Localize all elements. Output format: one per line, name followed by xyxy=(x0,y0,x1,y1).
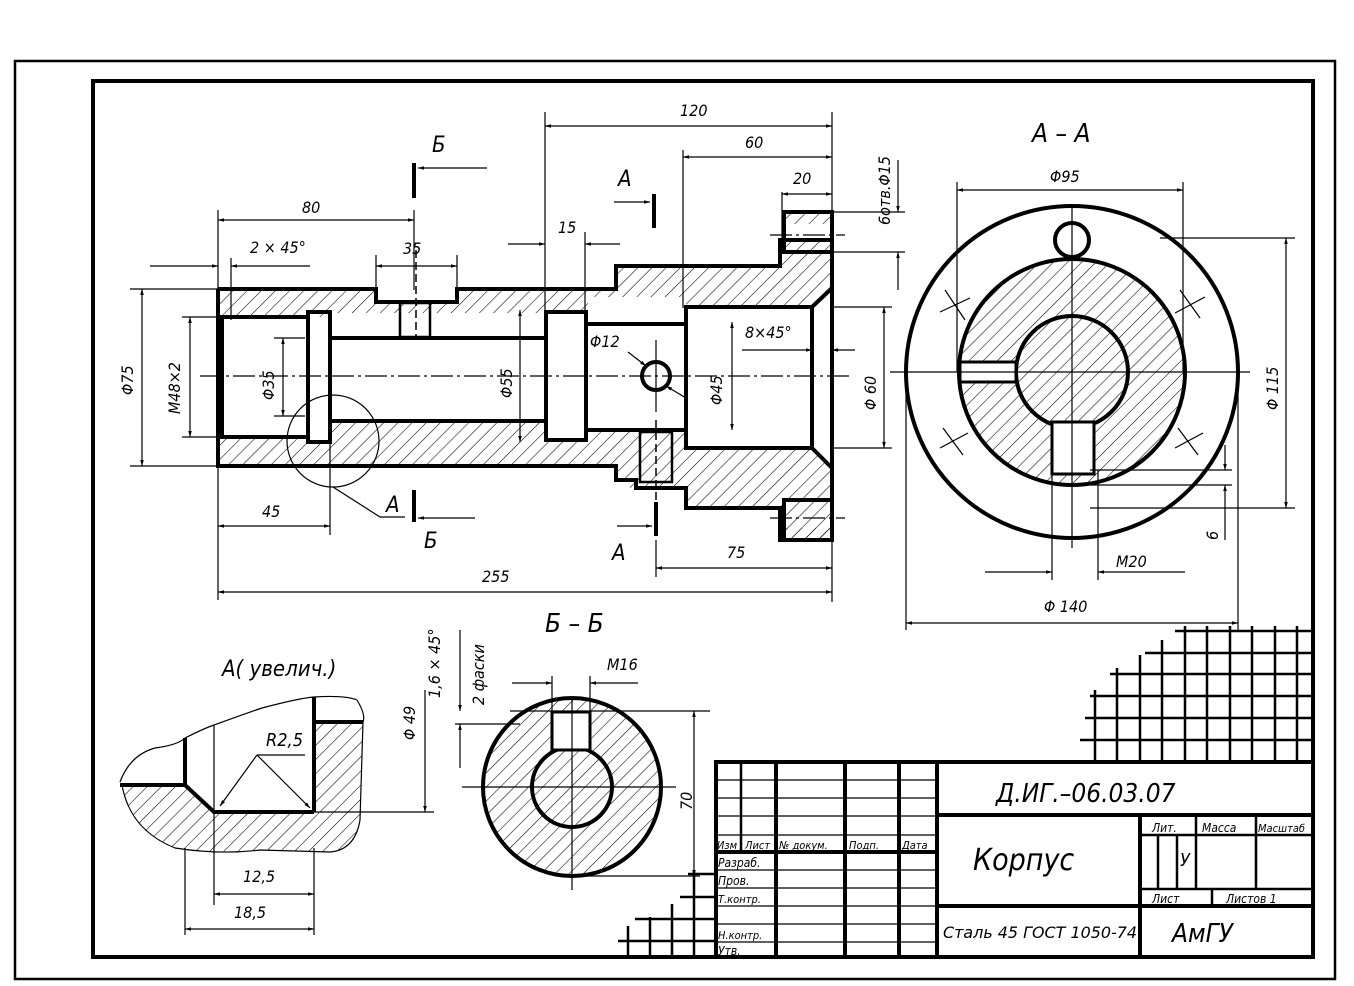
main-dimension-texts: Б Б А А А 80 2 × 45° 35 120 60 20 15 6от… xyxy=(118,101,894,586)
row-label-developer: Разраб. xyxy=(718,856,760,870)
section-bb-view: Б – Б М16 70 1,6 × 45° 2 фаски xyxy=(425,609,710,890)
dim-35: 35 xyxy=(403,239,421,258)
label-detail-a: А xyxy=(384,493,400,518)
dim-phi49: Φ 49 xyxy=(400,706,419,740)
dim-60: 60 xyxy=(745,133,763,152)
col-header-list: Лист xyxy=(744,839,770,852)
dim-phi35: Φ35 xyxy=(259,370,278,400)
dim-120: 120 xyxy=(680,101,707,120)
dim-chamfer-note: 2 фаски xyxy=(469,644,488,705)
title-block: Д.ИГ.–06.03.07 Корпус Сталь 45 ГОСТ 1050… xyxy=(714,760,1315,959)
dim-phi115: Φ 115 xyxy=(1263,367,1282,410)
col-header-sign: Подп. xyxy=(849,839,879,852)
dim-phi12: Φ12 xyxy=(590,332,620,351)
label-a-top: А xyxy=(616,167,632,192)
detail-title: А( увелич.) xyxy=(220,657,336,682)
lit-value: У xyxy=(1180,850,1191,871)
dim-r25: R2,5 xyxy=(266,730,303,751)
row-label-norm-control: Н.контр. xyxy=(718,929,762,942)
dim-phi55: Φ55 xyxy=(497,368,516,398)
main-dimension-lines xyxy=(130,112,905,602)
row-label-approved: Утв. xyxy=(718,944,741,958)
label-b-top: Б xyxy=(432,133,446,158)
section-bb-title: Б – Б xyxy=(545,609,604,639)
dim-18-5: 18,5 xyxy=(234,903,266,922)
dim-255: 255 xyxy=(482,567,509,586)
dim-12-5: 12,5 xyxy=(243,867,275,886)
dim-m16: М16 xyxy=(607,655,638,674)
label-a-bottom: А xyxy=(610,541,626,566)
detail-a-view: А( увелич.) R2,5 12,5 18,5 Φ 49 xyxy=(119,657,434,935)
dim-15: 15 xyxy=(558,218,576,237)
dim-phi95: Φ95 xyxy=(1050,167,1080,186)
sheet-label: Лист xyxy=(1151,892,1180,906)
dim-6: 6 xyxy=(1203,531,1222,540)
dim-phi60: Φ 60 xyxy=(861,376,880,410)
scale-label: Масштаб xyxy=(1258,822,1305,835)
dim-phi140: Φ 140 xyxy=(1044,597,1087,616)
section-aa-title: А – А xyxy=(1030,119,1091,149)
material: Сталь 45 ГОСТ 1050-74 xyxy=(943,923,1137,942)
dim-8x45: 8×45° xyxy=(745,323,792,342)
grid-fragment-right xyxy=(1080,626,1313,762)
label-b-bottom: Б xyxy=(424,529,438,554)
dim-phi75: Φ75 xyxy=(118,365,137,395)
dim-70: 70 xyxy=(677,792,696,810)
lit-label: Лит. xyxy=(1151,821,1177,835)
section-aa-view: А – А Φ95 Φ 115 xyxy=(890,119,1295,630)
col-header-date: Дата xyxy=(901,839,928,852)
dim-chamfer: 1,6 × 45° xyxy=(425,628,444,698)
sheets-label: Листов 1 xyxy=(1225,892,1277,906)
section-markers xyxy=(412,163,658,536)
designation: Д.ИГ.–06.03.07 xyxy=(995,779,1176,809)
dim-45: 45 xyxy=(262,502,280,521)
dim-80: 80 xyxy=(302,198,320,217)
dim-phi45: Φ45 xyxy=(707,375,726,405)
col-header-izm: Изм xyxy=(717,839,738,852)
dim-m48: М48×2 xyxy=(165,362,184,414)
col-header-doc: № докум. xyxy=(778,839,828,852)
mass-label: Масса xyxy=(1202,821,1236,835)
inner-frame xyxy=(91,79,1315,959)
part-name: Корпус xyxy=(973,843,1074,878)
row-label-checked: Пров. xyxy=(718,874,749,888)
outer-frame xyxy=(13,59,1337,981)
dim-75: 75 xyxy=(727,543,745,562)
dim-m20: М20 xyxy=(1116,552,1147,571)
grid-fragment-bottom xyxy=(618,872,716,957)
organization: АмГУ xyxy=(1170,919,1235,949)
row-label-tech-control: Т.контр. xyxy=(718,893,761,906)
dim-20: 20 xyxy=(793,169,811,188)
dim-holes: 6отв.Φ15 xyxy=(875,156,894,225)
dim-2x45: 2 × 45° xyxy=(250,238,306,257)
main-section-view xyxy=(200,210,850,542)
